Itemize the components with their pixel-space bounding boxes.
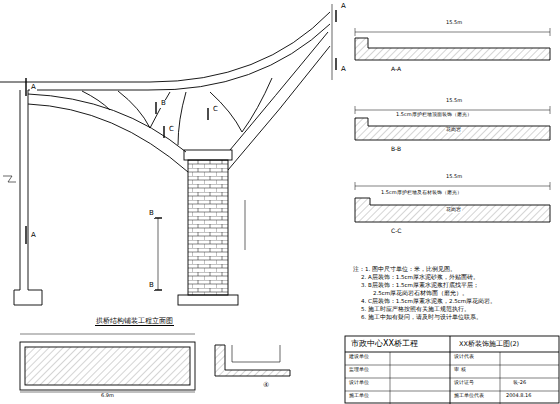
- label-text: 2.5cm厚花岗岩石材饰面（磨光）。: [372, 290, 469, 296]
- label-text: 4. C层装饰：1.5cm厚素水泥浆，2.5cm厚花岗岩。: [360, 298, 497, 304]
- label-text: ④: [262, 382, 270, 390]
- label-text: C: [212, 106, 219, 114]
- label-text: 15.5m: [445, 20, 463, 26]
- label-text: 拱桥结构铺装工程立面图: [95, 318, 174, 326]
- label-text: A: [30, 232, 37, 240]
- label-text: 花岗岩: [445, 128, 462, 133]
- label-text: 2004.8.16: [505, 393, 532, 399]
- label-text: A: [30, 84, 37, 92]
- label-text: 市政中心XX桥工程: [350, 340, 419, 349]
- label-text: B: [148, 210, 155, 218]
- label-text: A-A: [390, 66, 402, 73]
- label-text: 施工单位: [348, 393, 370, 399]
- label-text: C-C: [390, 228, 403, 235]
- label-text: 设计单位: [348, 380, 370, 386]
- label-text: B: [160, 100, 167, 108]
- label-text: 施工单位代表: [453, 393, 485, 399]
- label-text: 审 核: [453, 367, 467, 373]
- label-text: 花岗岩: [445, 208, 462, 213]
- label-text: 6.9m: [100, 393, 115, 399]
- label-text: 设计代表: [453, 354, 475, 360]
- label-text: 2. A层装饰：1.5cm厚水泥砂浆，外贴面砖。: [360, 274, 480, 280]
- label-text: B: [148, 282, 155, 290]
- label-text: 15.5m: [445, 174, 463, 180]
- label-text: A: [340, 66, 347, 74]
- label-text: 监理单位: [348, 367, 370, 373]
- label-text: C: [168, 126, 175, 134]
- label-text: A: [340, 3, 347, 11]
- label-text: 装-26: [512, 380, 527, 386]
- label-text: 15.5m: [445, 98, 463, 104]
- label-text: 设计证号: [453, 380, 475, 386]
- label-text: 建设单位: [348, 354, 370, 360]
- label-text: B-B: [390, 146, 402, 153]
- label-text: 注：1. 图中尺寸单位：米，比例见图。: [352, 266, 457, 272]
- label-text: 3. B层装饰：1.5cm厚素水泥浆打底找平层；: [360, 282, 480, 288]
- label-text: 6. 施工中如有疑问，请及时与设计单位联系。: [360, 314, 483, 320]
- label-text: 5. 施工时应严格按照有关施工规范执行。: [360, 306, 471, 312]
- label-text: 1.5cm厚护栏墙顶面装饰（磨光）: [395, 112, 473, 118]
- label-text: 1.5cm厚护栏墙及石材装饰（磨光）: [380, 190, 463, 196]
- label-text: XX桥装饰施工图(2): [458, 341, 520, 348]
